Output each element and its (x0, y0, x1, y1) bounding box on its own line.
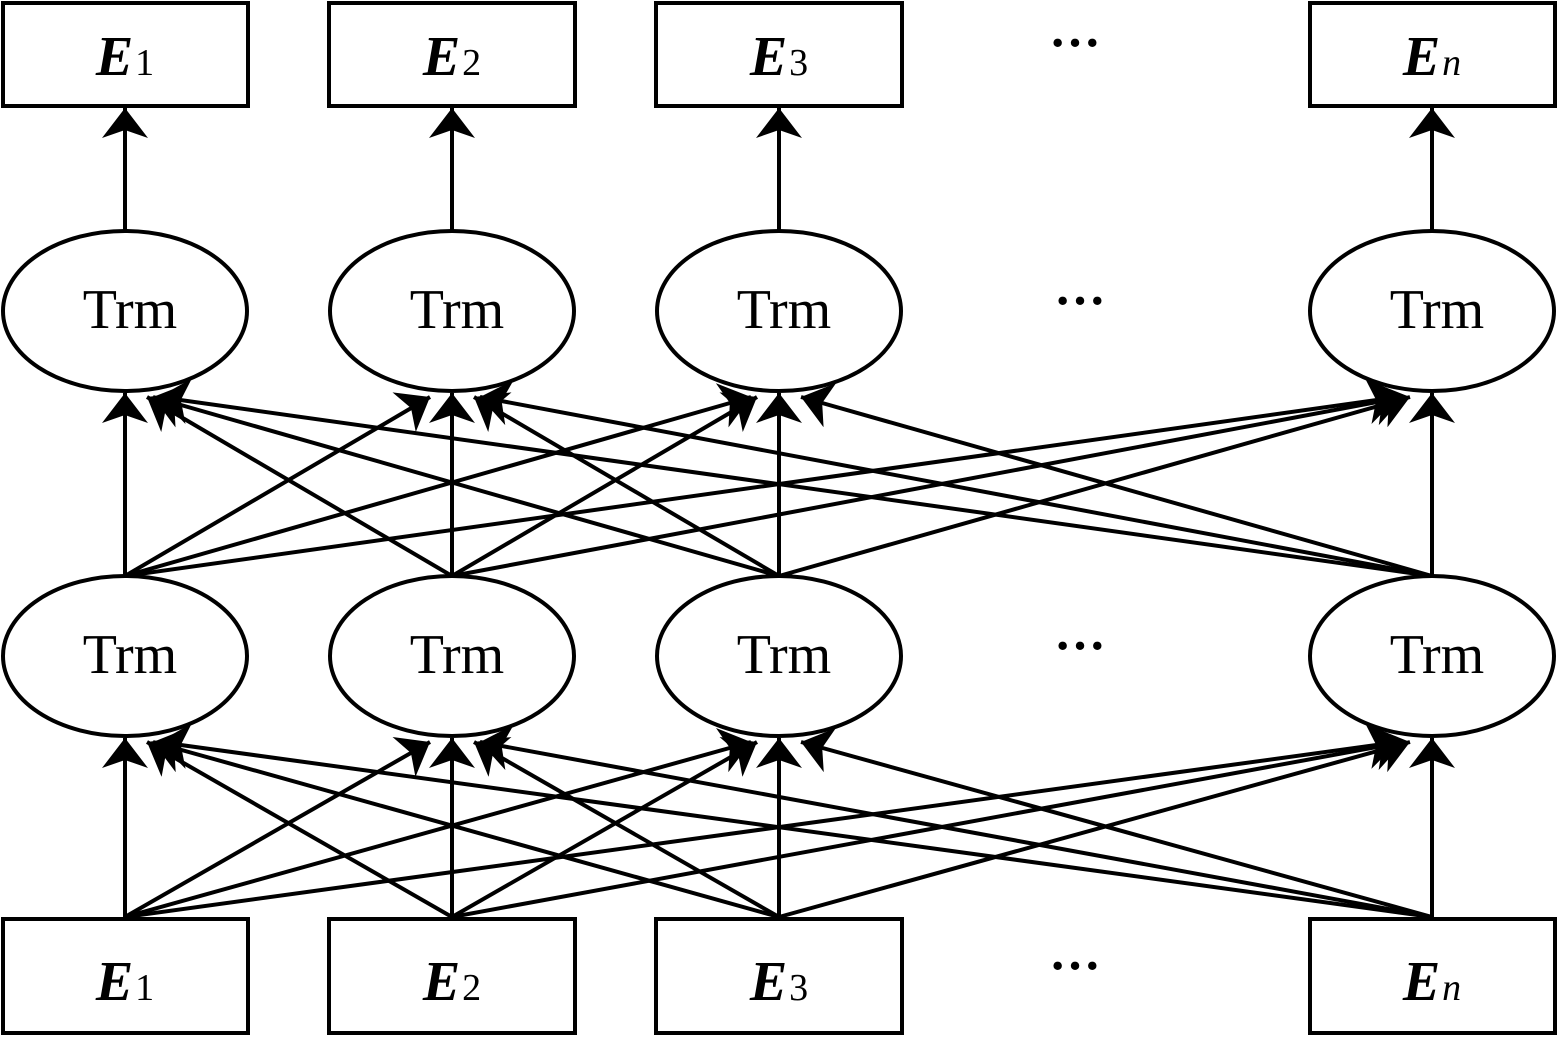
edge-input-n-to-lower-trm-3 (800, 727, 1433, 919)
connection-edges (102, 108, 1455, 919)
lower-trm-1: Trm (1, 574, 249, 738)
edge-input-n-to-lower-trm-2 (479, 724, 1433, 919)
output-token-1-letter: E (95, 26, 133, 88)
upper-trm-2: Trm (328, 229, 576, 393)
output-token-n: En (1308, 1, 1557, 108)
edge-input-2-to-lower-trm-1 (146, 736, 453, 919)
edge-lower-trm-2-to-upper-trm-1 (145, 392, 454, 578)
output-token-1-sub: 1 (135, 42, 154, 84)
edge-input-1-to-lower-trm-3 (124, 727, 752, 919)
lower-trm-n: Trm (1308, 574, 1556, 738)
output-token-3-letter: E (749, 26, 787, 88)
edge-lower-trm-1-to-upper-trm-2 (123, 392, 432, 578)
upper-trm-1-label: Trm (83, 279, 177, 341)
output-ellipsis: ··· (1049, 15, 1101, 72)
lower-trm-3: Trm (655, 574, 903, 738)
lower-trm-2-label: Trm (410, 624, 504, 686)
edge-input-3-to-lower-trm-n (778, 727, 1411, 919)
svg-text:E2: E2 (422, 951, 481, 1013)
svg-text:En: En (1402, 26, 1461, 88)
svg-text:E1: E1 (95, 951, 154, 1013)
output-token-2: E2 (327, 1, 577, 108)
output-token-n-sub: n (1442, 42, 1461, 84)
edge-input-3-to-lower-trm-2 (473, 736, 780, 919)
edge-lower-trm-2-to-upper-trm-n (451, 379, 1405, 578)
upper-trm-n-label: Trm (1390, 279, 1484, 341)
edge-lower-trm-n-to-upper-trm-1 (158, 378, 1433, 578)
lower-trm-2: Trm (328, 574, 576, 738)
edge-lower-trm-n-to-upper-trm-2 (479, 379, 1433, 578)
lower-trm-1-label: Trm (83, 624, 177, 686)
output-token-1: E1 (1, 1, 250, 108)
output-token-3-sub: 3 (789, 42, 808, 84)
input-token-1-letter: E (95, 951, 133, 1013)
input-token-3: E3 (654, 917, 904, 1035)
input-token-1: E1 (1, 917, 250, 1035)
output-token-n-letter: E (1402, 26, 1440, 88)
upper-trm-3: Trm (655, 229, 903, 393)
input-token-2: E2 (327, 917, 577, 1035)
edge-lower-trm-2-to-upper-trm-3 (450, 392, 759, 578)
edge-input-2-to-lower-trm-3 (451, 736, 758, 919)
upper-trm-2-label: Trm (410, 279, 504, 341)
output-token-2-sub: 2 (462, 42, 481, 84)
output-token-2-letter: E (422, 26, 460, 88)
input-token-3-letter: E (749, 951, 787, 1013)
edge-lower-trm-1-to-upper-trm-3 (124, 383, 752, 578)
upper-ellipsis: ··· (1054, 273, 1106, 330)
input-token-n: En (1308, 917, 1557, 1035)
input-token-n-letter: E (1402, 951, 1440, 1013)
edge-input-n-to-lower-trm-1 (158, 723, 1433, 919)
output-token-3: E3 (654, 1, 904, 108)
lower-trm-n-label: Trm (1390, 624, 1484, 686)
edge-input-3-to-lower-trm-1 (152, 727, 780, 919)
input-token-2-letter: E (422, 951, 460, 1013)
edge-lower-trm-3-to-upper-trm-n (778, 383, 1411, 578)
lower-ellipsis: ··· (1054, 618, 1106, 675)
edge-input-2-to-lower-trm-n (451, 724, 1405, 919)
lower-trm-3-label: Trm (737, 624, 831, 686)
upper-trm-n: Trm (1308, 229, 1556, 393)
svg-text:En: En (1402, 951, 1461, 1013)
input-token-2-sub: 2 (462, 967, 481, 1009)
svg-text:E3: E3 (749, 26, 808, 88)
edge-input-1-to-lower-trm-2 (124, 736, 431, 919)
edge-lower-trm-1-to-upper-trm-n (124, 378, 1399, 578)
input-token-n-sub: n (1442, 967, 1461, 1009)
edge-input-1-to-lower-trm-n (124, 723, 1399, 919)
upper-trm-1: Trm (1, 229, 249, 393)
svg-text:E3: E3 (749, 951, 808, 1013)
input-token-1-sub: 1 (135, 967, 154, 1009)
input-token-3-sub: 3 (789, 967, 808, 1009)
edge-lower-trm-3-to-upper-trm-2 (472, 392, 781, 578)
input-ellipsis: ··· (1049, 938, 1101, 995)
svg-text:E1: E1 (95, 26, 154, 88)
edge-lower-trm-n-to-upper-trm-3 (800, 383, 1433, 578)
svg-text:E2: E2 (422, 26, 481, 88)
edge-lower-trm-3-to-upper-trm-1 (152, 383, 780, 578)
upper-trm-3-label: Trm (737, 279, 831, 341)
